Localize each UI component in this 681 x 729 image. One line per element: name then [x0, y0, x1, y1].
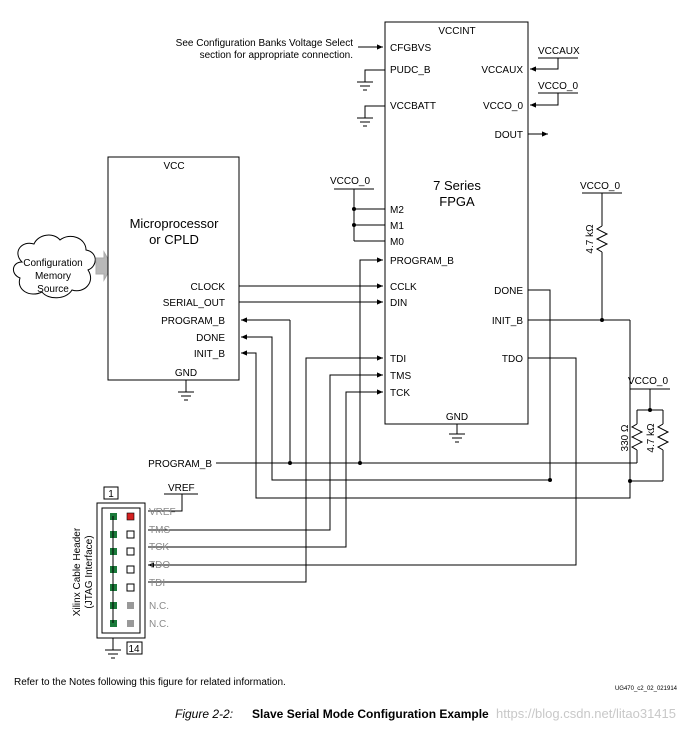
fpga-name-2: FPGA	[439, 194, 475, 209]
doc-id: UG470_c2_02_021914	[615, 686, 678, 692]
fpga-pin-cclk: CCLK	[390, 282, 417, 293]
fpga-pin-tdo: TDO	[502, 354, 523, 365]
mcu-name-1: Microprocessor	[130, 216, 220, 231]
header-title: Xilinx Cable Header	[72, 527, 83, 616]
vccbatt-ground	[357, 105, 385, 127]
header-pin-vref: VREF	[149, 507, 176, 518]
fpga-ground-symbol	[449, 424, 465, 443]
jtag-header: 1 VREF TMS TCK TDO TDI N.C.	[72, 486, 176, 659]
mcu-gnd-label: GND	[175, 368, 197, 379]
header-pin-nc-2: N.C.	[149, 619, 169, 630]
fpga-pin-cfgbvs: CFGBVS	[390, 43, 431, 54]
header-pin-tdi: TDI	[149, 578, 165, 589]
fpga-pin-tms: TMS	[390, 371, 411, 382]
header-pin-1-label: 1	[108, 489, 114, 500]
fpga-gnd-label: GND	[446, 412, 468, 423]
cfgbvs-note-2: section for appropriate connection.	[200, 50, 353, 61]
fpga-pin-vccaux: VCCAUX	[481, 65, 523, 76]
program-b-net-label: PROGRAM_B	[148, 459, 212, 470]
mcu-vcc-label: VCC	[163, 161, 184, 172]
prog-resistor-label: 330 Ω	[620, 424, 631, 451]
fpga-block: VCCINT 7 Series FPGA CFGBVS PUDC_B VCCBA…	[384, 21, 529, 443]
mcu-ground-symbol	[178, 380, 194, 401]
memory-label-2: Memory	[35, 271, 71, 282]
mcu-pin-clock: CLOCK	[191, 282, 226, 293]
caption-number: Figure 2-2:	[175, 707, 233, 721]
fpga-pin-init-b: INIT_B	[492, 316, 523, 327]
fpga-pin-din: DIN	[390, 298, 407, 309]
cfgbvs-note-1: See Configuration Banks Voltage Select	[176, 38, 354, 49]
prog-vcco-label: VCCO_0	[628, 376, 668, 387]
caption-title: Slave Serial Mode Configuration Example	[252, 707, 489, 721]
memory-label-1: Configuration	[23, 258, 82, 269]
memory-label-3: Source	[37, 284, 69, 295]
vcco-top-rail: VCCO_0	[530, 81, 578, 108]
header-subtitle: (JTAG Interface)	[84, 535, 95, 608]
fpga-pin-dout: DOUT	[495, 130, 523, 141]
done-pullup: VCCO_0 4.7 kΩ	[580, 181, 622, 320]
notes-text: Refer to the Notes following this figure…	[14, 677, 286, 688]
init-resistor-label: 4.7 kΩ	[646, 423, 657, 453]
mode-vcco-label: VCCO_0	[330, 176, 370, 187]
header-pin-14-label: 14	[128, 644, 140, 655]
prog-init-pullups: VCCO_0 330 Ω 4.7 kΩ	[620, 376, 670, 481]
fpga-pin-tck: TCK	[390, 388, 410, 399]
header-pin-tms: TMS	[149, 525, 170, 536]
watermark: https://blog.csdn.net/litao31415	[496, 706, 676, 721]
fpga-name-1: 7 Series	[433, 178, 481, 193]
vccaux-rail: VCCAUX	[530, 46, 580, 72]
mcu-name-2: or CPLD	[149, 232, 199, 247]
vcco-top-rail-label: VCCO_0	[538, 81, 578, 92]
header-pin-nc-1: N.C.	[149, 601, 169, 612]
fpga-pin-pudc-b: PUDC_B	[390, 65, 431, 76]
header-left-pins	[110, 513, 117, 627]
fpga-pin-done: DONE	[494, 286, 523, 297]
fpga-pin-m1: M1	[390, 221, 404, 232]
mcu-pin-program-b: PROGRAM_B	[161, 316, 225, 327]
memory-source-cloud: Configuration Memory Source	[13, 234, 113, 299]
fpga-pin-m2: M2	[390, 205, 404, 216]
fpga-vccint-label: VCCINT	[438, 26, 475, 37]
fpga-pin-tdi: TDI	[390, 354, 406, 365]
vccaux-rail-label: VCCAUX	[538, 46, 580, 57]
pudc-ground	[357, 69, 385, 91]
fpga-pin-m0: M0	[390, 237, 404, 248]
done-vcco-label: VCCO_0	[580, 181, 620, 192]
done-resistor-label: 4.7 kΩ	[585, 224, 596, 254]
microprocessor-block: VCC Microprocessor or CPLD CLOCK SERIAL_…	[107, 156, 240, 401]
header-pin-tck: TCK	[149, 542, 169, 553]
fpga-pin-program-b: PROGRAM_B	[390, 256, 454, 267]
header-pin-tdo: TDO	[149, 560, 170, 571]
fpga-pin-vccbatt: VCCBATT	[390, 101, 436, 112]
mode-pins-vcco: VCCO_0	[330, 176, 385, 242]
fpga-pin-vcco-0: VCCO_0	[483, 101, 523, 112]
header-right-pins	[126, 512, 135, 627]
wiring	[148, 257, 663, 583]
mcu-pin-init-b: INIT_B	[194, 349, 225, 360]
mcu-pin-done: DONE	[196, 333, 225, 344]
mcu-pin-serial-out: SERIAL_OUT	[163, 298, 225, 309]
vref-rail-label: VREF	[168, 483, 195, 494]
